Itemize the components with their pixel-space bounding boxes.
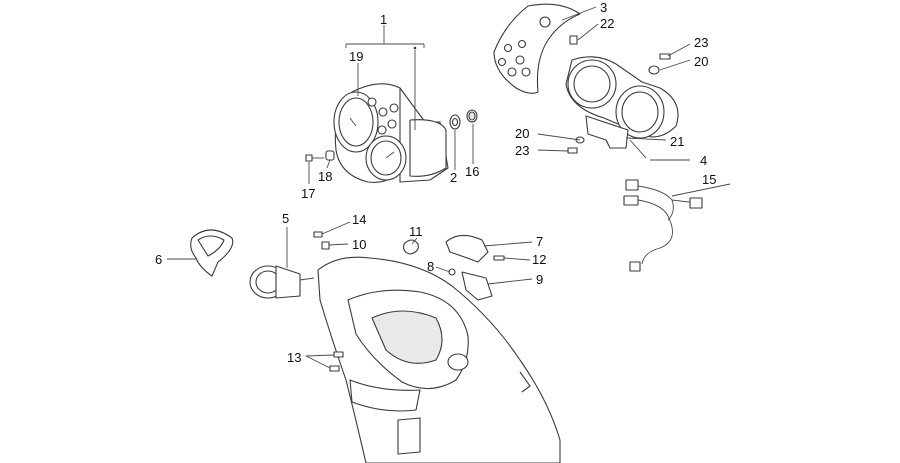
part-18-clip bbox=[325, 150, 335, 161]
callout-13: 13 bbox=[287, 350, 301, 365]
callout-20-upper: 20 bbox=[694, 54, 708, 69]
part-5-gauge bbox=[249, 265, 315, 299]
part-20-washer-upper bbox=[648, 65, 660, 75]
part-12-screw bbox=[493, 255, 505, 261]
callout-6: 6 bbox=[155, 252, 162, 267]
callout-19: 19 bbox=[349, 49, 363, 64]
callout-10: 10 bbox=[352, 237, 366, 252]
callout-18: 18 bbox=[318, 169, 332, 184]
callout-3: 3 bbox=[600, 0, 607, 15]
part-16-bulb bbox=[466, 109, 478, 123]
part-11-clamp bbox=[403, 239, 419, 255]
part-7-mount-bracket bbox=[445, 234, 493, 301]
callout-numbers: 1 19 2 16 17 18 3 22 23 20 20 23 21 4 15… bbox=[155, 0, 716, 365]
handlebar-cover bbox=[317, 256, 561, 463]
callout-1: 1 bbox=[380, 12, 387, 27]
part-13-screws bbox=[329, 351, 344, 372]
part-3-bezel-cover bbox=[493, 3, 581, 94]
callout-23-lower: 23 bbox=[515, 143, 529, 158]
callout-23-upper: 23 bbox=[694, 35, 708, 50]
callout-9: 9 bbox=[536, 272, 543, 287]
part-15-wiring-harness bbox=[623, 179, 703, 272]
callout-11: 11 bbox=[409, 224, 423, 239]
part-23-screw-lower bbox=[567, 147, 578, 154]
leader-lines bbox=[167, 6, 731, 369]
callout-7: 7 bbox=[536, 234, 543, 249]
callout-4: 4 bbox=[700, 153, 707, 168]
part-10-nut bbox=[321, 241, 330, 250]
callout-22: 22 bbox=[600, 16, 614, 31]
callout-20-lower: 20 bbox=[515, 126, 529, 141]
part-17-screw bbox=[305, 154, 324, 162]
twin-gauges bbox=[565, 56, 679, 139]
callout-17: 17 bbox=[301, 186, 315, 201]
callout-5: 5 bbox=[282, 211, 289, 226]
callout-12: 12 bbox=[532, 252, 546, 267]
callout-14: 14 bbox=[352, 212, 366, 227]
part-23-screw-upper bbox=[659, 53, 671, 60]
callout-8: 8 bbox=[427, 259, 434, 274]
callout-21: 21 bbox=[670, 134, 684, 149]
callout-16: 16 bbox=[465, 164, 479, 179]
part-14-screw bbox=[313, 231, 323, 238]
part-22-nut bbox=[569, 35, 578, 45]
callout-15: 15 bbox=[702, 172, 716, 187]
part-2-ring bbox=[449, 114, 461, 130]
instrument-cluster bbox=[333, 83, 449, 183]
part-6-gauge-cover bbox=[190, 229, 234, 277]
bracket bbox=[585, 115, 647, 159]
callout-2: 2 bbox=[450, 170, 457, 185]
